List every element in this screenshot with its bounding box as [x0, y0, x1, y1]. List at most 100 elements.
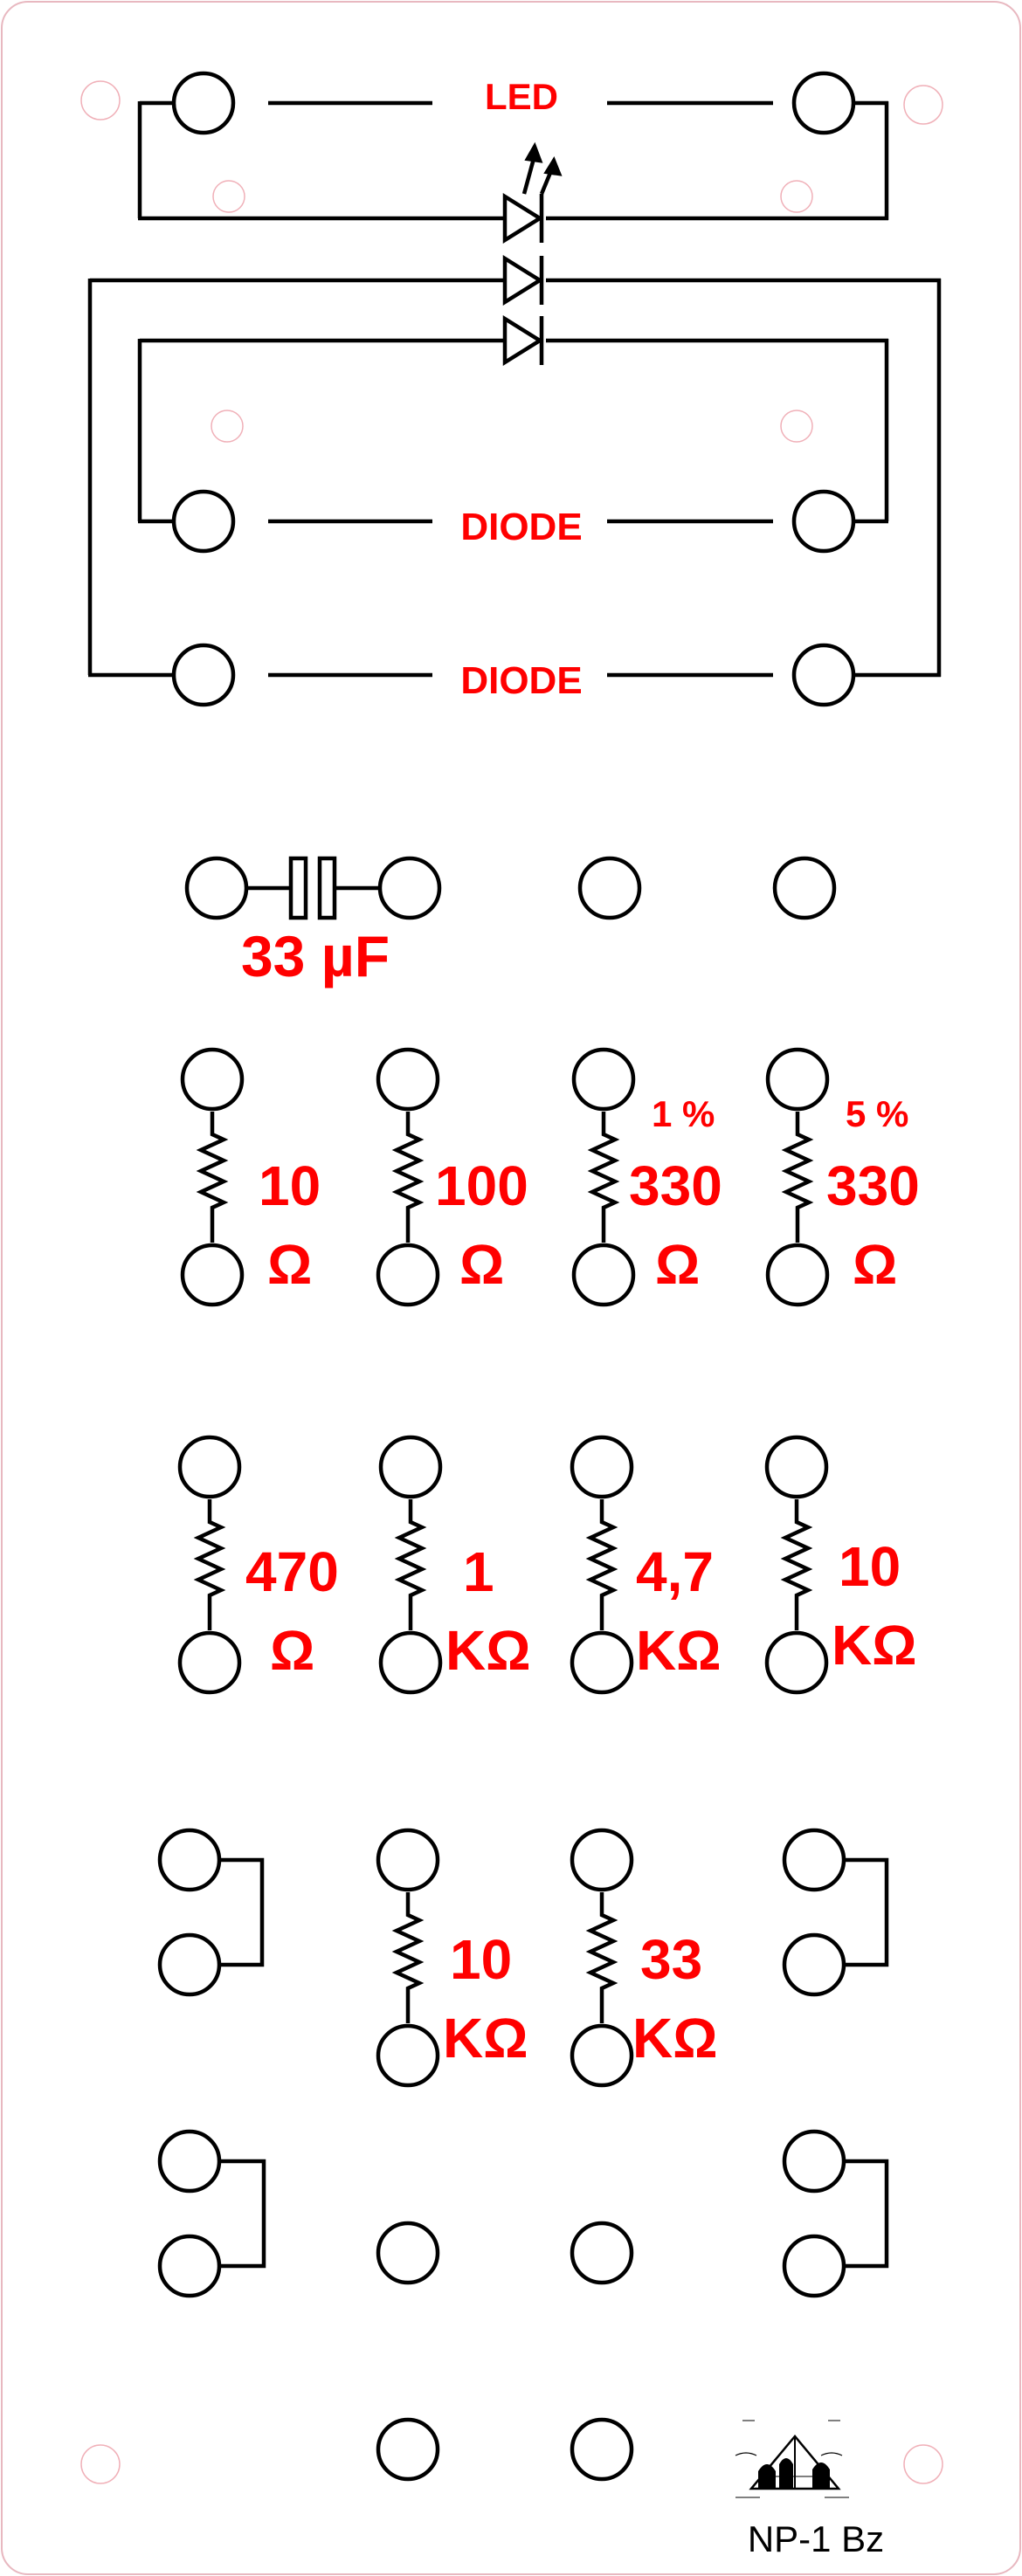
led-label: LED — [485, 76, 558, 117]
capacitor-terminal-right[interactable] — [377, 856, 442, 920]
resistor-row-3: 10 KΩ 33 KΩ — [376, 1828, 718, 2088]
resistor-10-kohm: 10 KΩ — [764, 1435, 917, 1695]
jumper-terminal[interactable] — [782, 1932, 846, 1997]
diode-symbol-outer — [502, 254, 544, 307]
model-label: NP-1 Bz — [748, 2518, 884, 2559]
resistor-terminal-top[interactable] — [570, 1435, 634, 1499]
resistor-terminal-top[interactable] — [765, 1047, 830, 1112]
resistor-terminal-bottom[interactable] — [570, 2023, 634, 2088]
resistor-330-ohm-1-percent: 1 % 330 Ω — [571, 1047, 722, 1307]
resistor-value: 10 — [839, 1535, 901, 1598]
resistor-terminal-bottom[interactable] — [764, 1630, 829, 1695]
diode2-terminal-left[interactable] — [171, 643, 236, 707]
free-terminal[interactable] — [376, 2417, 440, 2482]
resistor-unit: KΩ — [832, 1614, 917, 1677]
resistor-unit: KΩ — [443, 2007, 528, 2070]
resistor-100-ohm: 100 Ω — [376, 1047, 528, 1307]
jumper-terminal[interactable] — [157, 1828, 222, 1892]
resistor-10-kohm-b: 10 KΩ — [376, 1828, 528, 2088]
resistor-value: 330 — [826, 1154, 920, 1217]
resistor-33-kohm: 33 KΩ — [570, 1828, 718, 2088]
led-terminal-left[interactable] — [171, 71, 236, 135]
resistor-value: 100 — [435, 1154, 528, 1217]
diode2-label: DIODE — [460, 659, 582, 702]
resistor-unit: Ω — [267, 1233, 312, 1296]
jumper-terminal[interactable] — [782, 2129, 846, 2194]
resistor-value: 1 — [463, 1540, 494, 1603]
mounting-hole — [212, 180, 245, 213]
resistor-unit: KΩ — [632, 2007, 718, 2070]
mounting-hole — [80, 80, 121, 121]
resistor-4-7-kohm: 4,7 KΩ — [570, 1435, 722, 1695]
capacitor-symbol — [245, 856, 380, 920]
jumper-wiring — [218, 1857, 889, 2269]
resistor-tolerance: 1 % — [652, 1093, 715, 1134]
mounting-hole — [903, 85, 943, 125]
mounting-hole — [780, 410, 813, 443]
jumper-terminal[interactable] — [157, 2234, 222, 2298]
diode1-label: DIODE — [460, 506, 582, 548]
resistor-terminal-top[interactable] — [764, 1435, 829, 1499]
capacitor-terminal-left[interactable] — [184, 856, 249, 920]
led-symbol — [502, 141, 563, 245]
resistor-terminal-bottom[interactable] — [765, 1243, 830, 1307]
mounting-hole — [903, 2444, 943, 2484]
diode-wiring — [87, 100, 942, 678]
diode1-terminal-right[interactable] — [791, 489, 856, 554]
mounting-holes — [80, 80, 943, 2484]
resistor-unit: Ω — [459, 1233, 504, 1296]
spare-terminal[interactable] — [772, 856, 837, 920]
free-terminal[interactable] — [570, 2417, 634, 2482]
diode-symbol-inner — [502, 314, 544, 367]
resistor-terminal-top[interactable] — [571, 1047, 636, 1112]
mounting-hole — [80, 2444, 121, 2484]
free-terminal[interactable] — [376, 2221, 440, 2285]
resistor-value: 10 — [259, 1154, 321, 1217]
resistor-terminal-top[interactable] — [180, 1047, 245, 1112]
mounting-hole — [211, 410, 244, 443]
jumper-terminal[interactable] — [782, 2234, 846, 2298]
free-terminals — [376, 2221, 634, 2482]
resistor-unit: KΩ — [445, 1619, 531, 1682]
jumper-terminal[interactable] — [157, 2129, 222, 2194]
spare-terminal[interactable] — [577, 856, 642, 920]
resistor-470-ohm: 470 Ω — [177, 1435, 339, 1695]
resistor-10-ohm: 10 Ω — [180, 1047, 321, 1307]
resistor-unit: Ω — [853, 1233, 897, 1296]
diode2-terminal-right[interactable] — [791, 643, 856, 707]
resistor-tolerance: 5 % — [846, 1093, 908, 1134]
resistor-value: 33 — [640, 1928, 702, 1991]
jumper-terminals — [157, 1828, 846, 2298]
resistor-row-1: 10 Ω 100 Ω 1 % 330 Ω 5 % 330 Ω — [180, 1047, 920, 1307]
resistor-unit: Ω — [655, 1233, 700, 1296]
resistor-terminal-bottom[interactable] — [180, 1243, 245, 1307]
diode-terminals — [171, 71, 856, 707]
resistor-terminal-bottom[interactable] — [376, 1243, 440, 1307]
resistor-terminal-top[interactable] — [570, 1828, 634, 1892]
mounting-hole — [780, 180, 813, 213]
resistor-terminal-top[interactable] — [378, 1435, 443, 1499]
led-terminal-right[interactable] — [791, 71, 856, 135]
resistor-terminal-bottom[interactable] — [376, 2023, 440, 2088]
diode1-terminal-left[interactable] — [171, 489, 236, 554]
resistor-value: 10 — [450, 1928, 512, 1991]
jumper-terminal[interactable] — [782, 1828, 846, 1892]
free-terminal[interactable] — [570, 2221, 634, 2285]
resistor-value: 4,7 — [636, 1540, 714, 1603]
capacitor-terminals — [184, 856, 837, 920]
resistor-terminal-bottom[interactable] — [177, 1630, 242, 1695]
capacitor-value-label: 33 µF — [241, 924, 390, 988]
resistor-row-2: 470 Ω 1 KΩ 4,7 KΩ 10 KΩ — [177, 1435, 917, 1695]
resistor-terminal-top[interactable] — [177, 1435, 242, 1499]
resistor-terminal-bottom[interactable] — [570, 1630, 634, 1695]
resistor-terminal-top[interactable] — [376, 1047, 440, 1112]
resistor-terminal-bottom[interactable] — [378, 1630, 443, 1695]
resistor-unit: Ω — [270, 1619, 314, 1682]
jumper-terminal[interactable] — [157, 1932, 222, 1997]
lab-logo-icon — [735, 2420, 849, 2498]
resistor-terminal-bottom[interactable] — [571, 1243, 636, 1307]
resistor-330-ohm-5-percent: 5 % 330 Ω — [765, 1047, 920, 1307]
resistor-unit: KΩ — [636, 1619, 722, 1682]
resistor-terminal-top[interactable] — [376, 1828, 440, 1892]
